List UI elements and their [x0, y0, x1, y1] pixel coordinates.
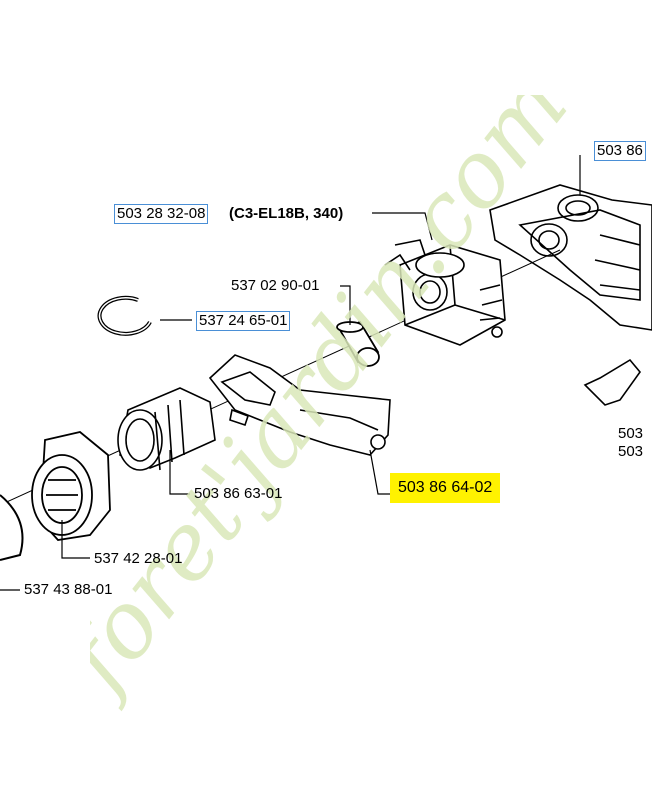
part-label-intake-boot: 503 86 63-01 [194, 485, 283, 502]
part-label-bracket-highlighted: 503 86 64-02 [390, 473, 501, 503]
part-label-air-filter: 537 42 28-01 [94, 550, 183, 567]
part-label-right-2: 503 [618, 443, 644, 460]
air-filter-drawing [31, 431, 111, 541]
part-label-right-1: 503 [618, 425, 644, 442]
part-label-carburettor[interactable]: 503 28 32-08 [114, 204, 209, 224]
bracket-drawing [208, 354, 391, 456]
carburettor-drawing [384, 239, 506, 346]
part-label-circlip[interactable]: 537 24 65-01 [196, 311, 291, 331]
engine-manifold-drawing [489, 184, 652, 331]
part-label-cover: 537 43 88-01 [24, 581, 113, 598]
carburettor-model-label: (C3-EL18B, 340) [229, 205, 344, 222]
part-label-rubber-ring: 537 02 90-01 [231, 277, 320, 294]
cover-drawing [0, 494, 24, 561]
lever-drawing [583, 358, 642, 406]
intake-boot-drawing [117, 387, 216, 471]
part-label-top-right[interactable]: 503 86 [594, 141, 646, 161]
rubber-ring-drawing [336, 320, 380, 367]
